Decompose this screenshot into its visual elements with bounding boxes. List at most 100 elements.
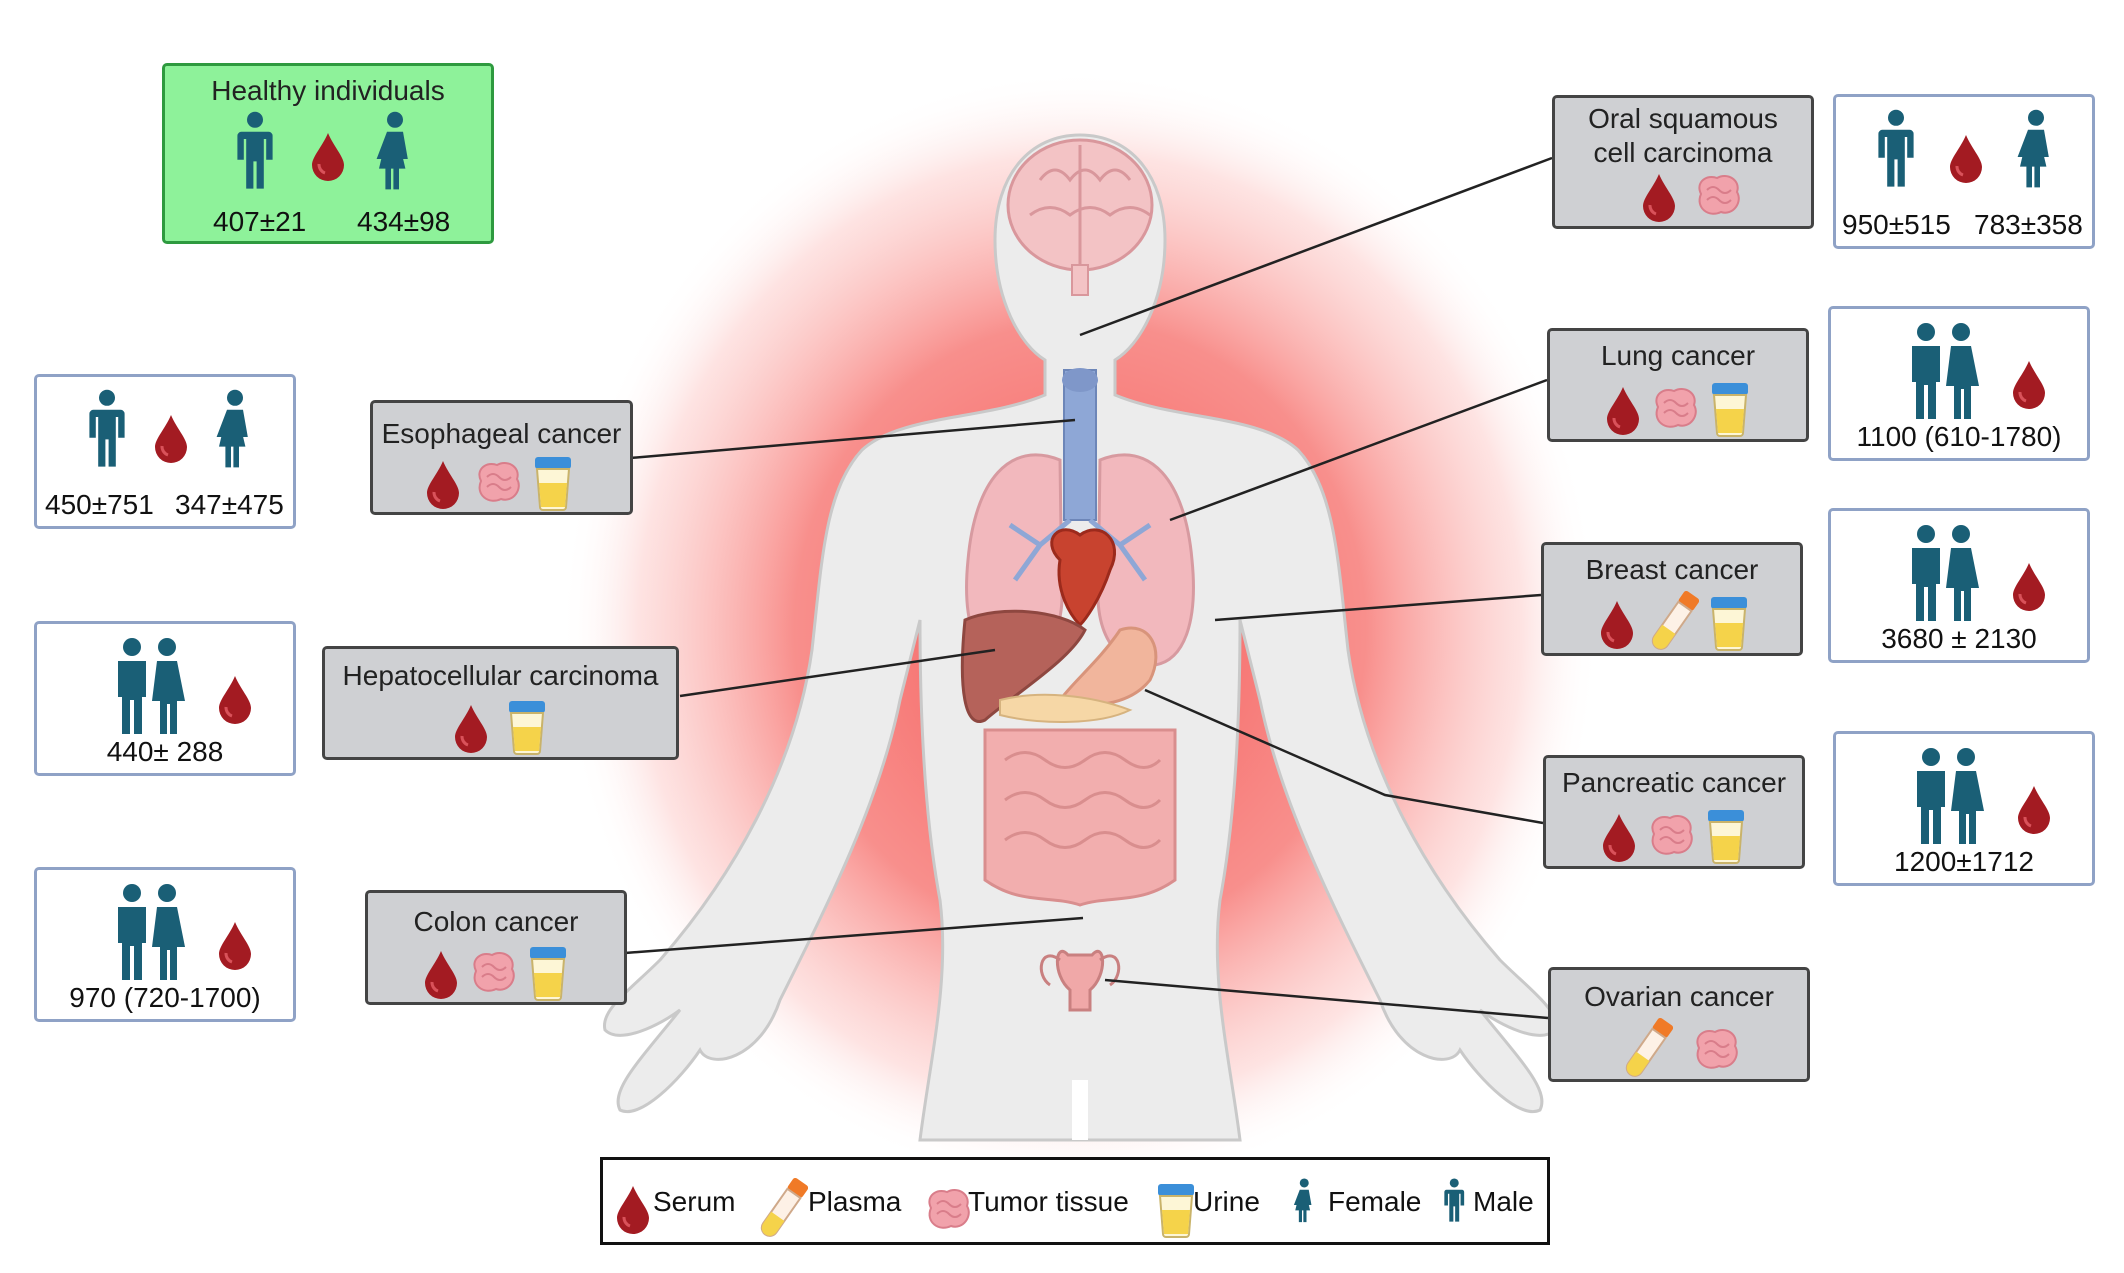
pancreatic-cancer-title: Pancreatic cancer [1561,767,1787,798]
serum-drop-icon [2011,359,2047,414]
connector-lung [1169,378,1548,522]
pancreatic-stats-box: 1200±1712 [1833,731,2095,886]
serum-drop-icon [423,949,459,1004]
connector-colon [624,916,1084,955]
serum-drop-icon [1605,385,1641,440]
serum-drop-icon [453,703,489,758]
hepatocellular-value: 440± 288 [106,736,224,767]
tumor-tissue-icon [1691,1026,1741,1077]
female-icon [215,389,255,474]
colon-cancer-title: Colon cancer [413,906,579,937]
pancreatic-cancer-box: Pancreatic cancer [1543,755,1805,869]
tumor-tissue-icon [473,459,523,510]
connector-esophageal [629,418,1076,460]
male-female-pair-icon [112,636,192,741]
trachea [1062,368,1098,521]
serum-drop-icon [2016,784,2052,839]
urine-cup-icon [528,945,568,1006]
male-female-pair-icon [1906,321,1986,426]
connector-hepatocellular [679,648,996,698]
serum-drop-icon [1601,812,1637,867]
healthy-individuals-box: Healthy individuals 407±21 434±98 [162,63,494,244]
serum-drop-icon [1641,172,1677,227]
bronchi [1008,518,1152,582]
connector-lines [624,156,1553,1020]
female-icon [1293,1178,1316,1228]
connector-oral [1079,156,1553,337]
breast-value: 3680 ± 2130 [1881,623,2037,654]
serum-drop-icon [2011,561,2047,616]
urine-cup-icon [507,699,547,760]
serum-drop-icon [217,920,253,975]
serum-drop-icon [1599,599,1635,654]
healthy-female-value: 434±98 [357,206,451,237]
esophageal-female-value: 347±475 [175,489,284,520]
serum-drop-icon [615,1184,651,1239]
lung-cancer-box: Lung cancer [1547,328,1809,442]
lung-cancer-title: Lung cancer [1600,340,1756,371]
liver [960,609,1087,723]
serum-drop-icon [425,459,461,514]
legend-urine-label: Urine [1193,1186,1260,1217]
oral-male-value: 950±515 [1842,209,1951,240]
connector-breast [1214,593,1542,622]
colon-stats-box: 970 (720-1700) [34,867,296,1022]
oral-cancer-box: Oral squamous cell carcinoma [1552,95,1814,229]
pancreatic-value: 1200±1712 [1894,846,2034,877]
male-icon [1443,1178,1466,1228]
urine-cup-icon [1710,381,1750,442]
esophageal-cancer-box: Esophageal cancer [370,400,633,515]
male-icon [87,389,127,474]
stomach [999,626,1158,723]
tumor-tissue-icon [1646,812,1696,863]
male-female-pair-icon [1911,746,1991,851]
serum-drop-icon [310,131,346,186]
legend-tumor-tissue-label: Tumor tissue [968,1186,1129,1217]
tumor-tissue-icon [468,949,518,1000]
breast-cancer-box: Breast cancer [1541,542,1803,656]
breast-cancer-title: Breast cancer [1585,554,1759,585]
tumor-tissue-icon [1650,385,1700,436]
urine-cup-icon [1706,808,1746,869]
breast-stats-box: 3680 ± 2130 [1828,508,2090,663]
legend-serum-label: Serum [653,1186,736,1217]
female-icon [375,111,415,196]
plasma-tube-icon [758,1174,809,1249]
tumor-tissue-icon [923,1186,973,1237]
oral-stats-box: 950±515 783±358 [1833,94,2095,249]
male-female-pair-icon [1906,523,1986,628]
intestines [983,728,1177,907]
colon-cancer-box: Colon cancer [365,890,627,1005]
ovarian-cancer-title: Ovarian cancer [1584,981,1774,1012]
legend-female-label: Female [1328,1186,1422,1217]
hepatocellular-carcinoma-box: Hepatocellular carcinoma [322,646,679,760]
healthy-male-value: 407±21 [213,206,307,237]
oral-female-value: 783±358 [1974,209,2083,240]
brain [1006,138,1154,296]
hepatocellular-stats-box: 440± 288 [34,621,296,776]
heart [1050,528,1117,628]
ovarian-cancer-box: Ovarian cancer [1548,967,1810,1082]
legend-plasma-label: Plasma [808,1186,902,1217]
legend: Serum Plasma Tumor tissue Urine Female M… [600,1157,1550,1245]
male-female-pair-icon [112,882,192,987]
male-icon [235,111,275,196]
esophageal-cancer-title: Esophageal cancer [381,418,622,449]
colon-value: 970 (720-1700) [69,982,261,1013]
connector-pancreatic [1144,688,1544,825]
urine-cup-icon [1709,595,1749,656]
urine-cup-icon [1156,1182,1196,1243]
oral-cancer-title: Oral squamous cell carcinoma [1588,103,1778,168]
hepatocellular-carcinoma-title: Hepatocellular carcinoma [342,660,659,691]
plasma-tube-icon [1623,1014,1674,1089]
female-icon [2016,109,2056,194]
connector-ovarian [1104,978,1549,1020]
plasma-tube-icon [1649,587,1700,662]
legend-male-label: Male [1473,1186,1534,1217]
lung-stats-box: 1100 (610-1780) [1828,306,2090,461]
healthy-title: Healthy individuals [211,75,445,106]
urine-cup-icon [533,455,573,516]
esophageal-stats-box: 450±751 347±475 [34,374,296,529]
